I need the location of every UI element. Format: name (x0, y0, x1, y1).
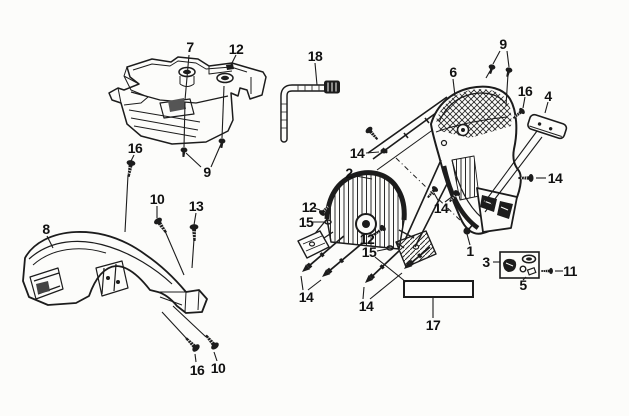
screw-part16-left (123, 159, 137, 178)
rivet-part9-left-a (180, 147, 188, 158)
blank-plate-part17 (403, 280, 474, 298)
washer-part15-left (324, 219, 332, 225)
bolt-part11 (540, 267, 554, 275)
rivet-part9-left-b (218, 138, 226, 149)
screw-part10-bottom (202, 332, 221, 352)
front-fender-part8 (22, 231, 208, 314)
mudguard-part2 (297, 170, 437, 268)
mounting-bracket-part7 (108, 56, 267, 145)
hardware-box-part3 (499, 251, 540, 279)
screw-part13 (189, 223, 200, 242)
screw-part10-top (152, 215, 171, 236)
long-screws-part14 (302, 235, 431, 283)
l-pipe-part18 (280, 80, 340, 143)
clip-part14-top (380, 148, 388, 154)
reflector-plate-part4 (527, 113, 568, 140)
rivet-part9-right-b (503, 66, 513, 78)
fasteners (123, 63, 554, 354)
grommet-part5 (519, 265, 527, 273)
bolt-part1 (463, 222, 475, 235)
washer-part15-mid (386, 245, 394, 251)
screw-part14-top (364, 125, 381, 143)
leader-lines (46, 50, 563, 363)
